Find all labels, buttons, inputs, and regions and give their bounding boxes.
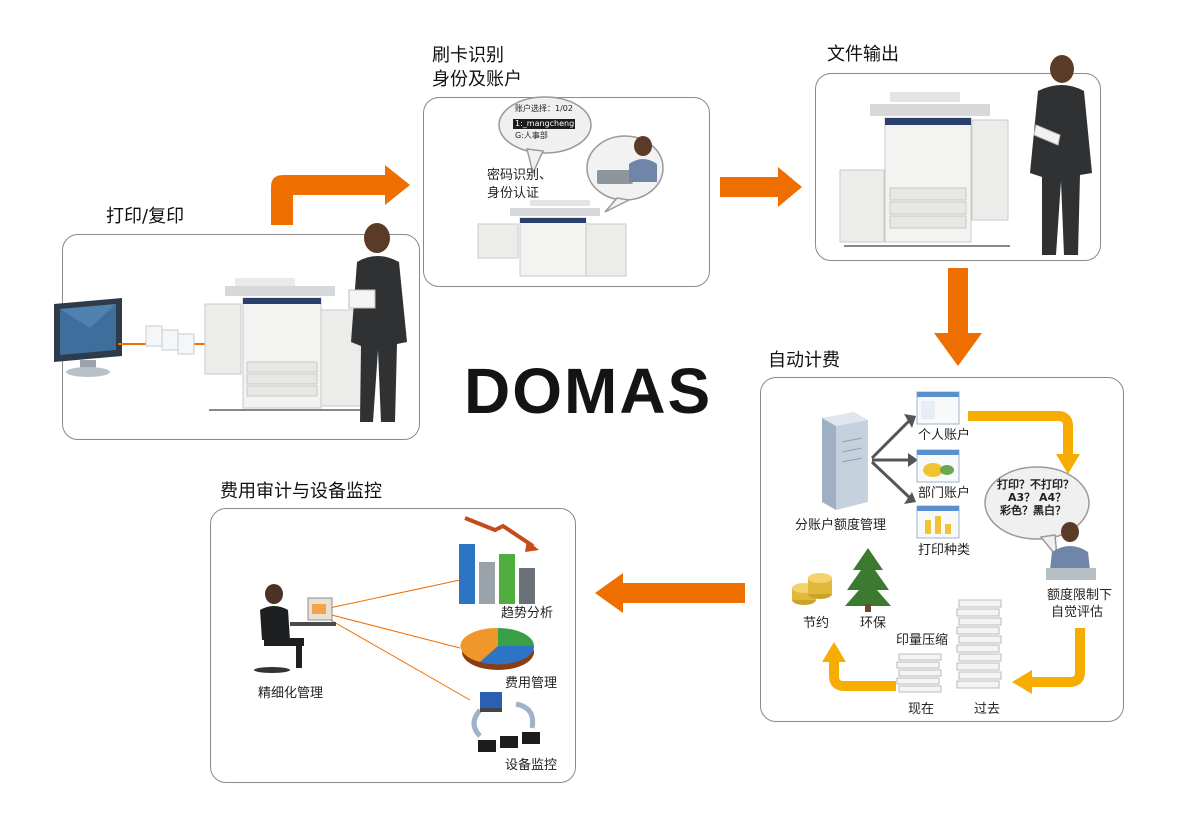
copier-machine-icon-2 [477,200,627,277]
yellow-flow-arrow-bottom [822,642,896,691]
domas-logo-text: DOMAS [464,355,713,427]
past-label: 过去 [974,702,1001,717]
monitor-label: 设备监控 [505,758,558,773]
computer-monitor-icon [54,298,122,377]
password-recognition-text: 密码识别、 [487,168,553,183]
personal-account-window-icon [916,391,960,425]
server-label: 分账户额度管理 [795,518,887,533]
question-line-1: 打印？不打印？ [997,478,1074,491]
compress-label: 印量压缩 [896,633,949,648]
manager-label: 精细化管理 [258,686,324,701]
server-icon [822,412,868,510]
personal-account-label: 个人账户 [918,428,971,443]
print-type-window-icon [916,505,960,539]
screen-line-1: 账户选择：1/02 [515,104,573,113]
self-eval-line-2: 自觉评估 [1051,605,1104,620]
screen-line-3: G:人事部 [515,131,548,140]
audit-monitor-title: 费用审计与设备监控 [220,481,382,502]
print-data-line [118,325,218,355]
print-type-label: 打印种类 [918,543,971,558]
cost-label: 费用管理 [505,676,558,691]
device-network-icon [471,692,540,752]
copier-machine-icon [204,278,366,411]
person-reading-icon [1030,55,1092,255]
paper-stack-now-icon [896,653,942,693]
distribution-arrows [870,414,918,504]
yellow-flow-arrow-top [968,411,1080,474]
pie-chart-icon [460,627,535,670]
trend-label: 趋势分析 [501,606,554,621]
user-at-computer-icon [1046,522,1096,580]
screen-speech-bubble [498,96,592,176]
swipe-card-title-line2: 身份及账户 [432,69,522,90]
tree-icon [845,548,891,612]
paper-stack-past-icon [956,599,1002,689]
swipe-card-title-line1: 刷卡识别 [432,45,504,66]
coins-icon [792,573,832,605]
flow-arrow-right [720,167,802,207]
print-copy-title: 打印/复印 [106,206,185,227]
card-reader-bubble [586,135,664,213]
trend-bar-chart-icon [459,516,539,604]
self-eval-line-1: 额度限制下 [1047,588,1113,603]
identity-auth-text: 身份认证 [487,186,540,201]
flow-arrow-down [934,268,982,366]
auto-billing-title: 自动计费 [768,350,840,371]
person-with-papers-icon [348,223,407,422]
manager-at-desk-icon [254,584,336,673]
question-line-2: A3？ A4？ [1008,491,1067,504]
copier-machine-icon-3 [839,92,1010,247]
file-output-title: 文件输出 [827,44,899,65]
department-account-label: 部门账户 [918,486,971,501]
question-line-3: 彩色？黑白？ [1000,504,1066,517]
now-label: 现在 [908,702,935,717]
flow-arrow-left [595,573,745,613]
department-account-window-icon [916,449,960,483]
eco-label: 环保 [860,616,887,631]
screen-line-2: 1:_mangcheng [515,119,575,128]
yellow-flow-arrow-right-side [1012,628,1085,694]
flow-arrow-bent [271,165,410,225]
save-label: 节约 [803,616,830,631]
